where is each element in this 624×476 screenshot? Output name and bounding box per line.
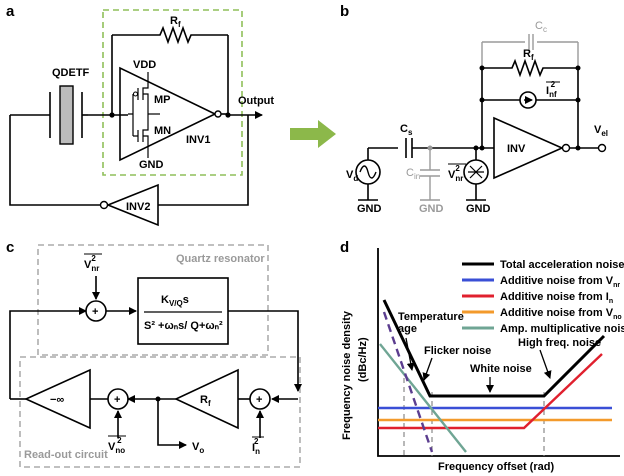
gnd-label-b3: GND	[466, 203, 491, 215]
tf-denominator: S² +ωₙs/ Q+ωₙ²	[144, 320, 223, 332]
legend: Total acceleration noise Additive noise …	[462, 259, 624, 335]
rf-label-c: Rf	[200, 394, 211, 408]
gnd-label-a: GND	[139, 159, 164, 171]
cc-capacitor: Cc	[481, 20, 579, 68]
output-label: Output	[238, 95, 274, 107]
cc-label: Cc	[535, 20, 547, 34]
transfer-function-block: KV/Qs S² +ωₙs/ Q+ωₙ²	[137, 277, 229, 345]
curve-amp	[379, 343, 467, 453]
mn-label: MN	[154, 125, 171, 137]
qdetf-label: QDETF	[52, 67, 90, 79]
curve-temperature	[382, 311, 434, 453]
inf-label: Inf2	[546, 80, 557, 99]
readout-label: Read-out circuit	[24, 449, 108, 461]
minus-inf-label: −∞	[50, 394, 64, 406]
mp-label: MP	[154, 94, 171, 106]
rf-resistor: Rf	[112, 15, 228, 45]
in-label-c: In2	[252, 437, 260, 456]
panel-b-letter: b	[340, 3, 349, 20]
vd-source: Vd GND	[346, 148, 382, 215]
legend-text-amp: Amp. multiplicative noise	[500, 323, 624, 335]
vnr-source: Vnr2 GND	[448, 148, 491, 215]
panel-c: c Quartz resonator Read-out circuit + Vn…	[6, 239, 302, 468]
vnr-label-b: Vnr2	[448, 164, 463, 183]
gnd-label-b2: GND	[419, 203, 444, 215]
ann-flicker: Flicker noise	[424, 345, 491, 357]
curve-total	[382, 299, 606, 398]
sum-node-1-plus: +	[92, 306, 98, 318]
current-source-inf: Inf2	[479, 68, 581, 146]
inverter-highlight-box	[102, 9, 243, 176]
quartz-box	[37, 244, 269, 356]
inv-label-b: INV	[507, 143, 526, 155]
inv1-amplifier: INV1	[119, 66, 228, 162]
qdetf-crystal: QDETF	[10, 67, 90, 145]
x-axis-label: Frequency offset (rad)	[438, 461, 554, 473]
ann-temperature-1: Temperature	[398, 311, 464, 323]
panel-d-letter: d	[340, 239, 349, 256]
panel-a-letter: a	[6, 3, 15, 20]
infinite-gain-block: −∞	[24, 368, 91, 430]
inv2-label: INV2	[126, 201, 150, 213]
tf-numerator: KV/Qs	[161, 294, 189, 308]
sum-node-2-plus: +	[114, 394, 120, 406]
vo-label: Vo	[192, 441, 204, 455]
cin-capacitor: Cin GND	[406, 148, 444, 215]
vnr-label-c: Vnr2	[84, 254, 99, 273]
rf-label-b: Rf	[523, 48, 534, 62]
region-dividers	[403, 378, 545, 456]
legend-text-in: Additive noise from In	[500, 291, 613, 305]
vno-label-c: Vno2	[108, 436, 125, 455]
curve-in	[378, 353, 603, 430]
ann-temperature-2: age	[398, 323, 417, 335]
legend-text-total: Total acceleration noise	[500, 259, 624, 271]
legend-text-vno: Additive noise from Vno	[500, 307, 622, 321]
y-axis-label-1: Frequency noise density	[341, 310, 353, 440]
y-axis-label-2: (dBc/Hz)	[357, 337, 369, 382]
readout-box	[19, 356, 301, 468]
panel-a: a Rf INV1 VDD GND MP MN	[6, 3, 274, 227]
legend-text-vnr: Additive noise from Vnr	[500, 275, 620, 289]
transition-arrow	[290, 120, 336, 148]
cs-label: Cs	[400, 123, 413, 137]
panel-c-letter: c	[6, 239, 14, 256]
rf-resistor-b: Rf	[482, 48, 578, 78]
panel-b: b Cc Rf Inf2 INV	[340, 3, 608, 215]
rf-gain-block: Rf	[174, 368, 239, 430]
transistor-pair: VDD GND MP MN	[128, 59, 171, 171]
ann-white: White noise	[470, 363, 532, 375]
rf-label-a: Rf	[170, 15, 181, 29]
vd-label: Vd	[346, 169, 358, 183]
vel-label: Vel	[594, 124, 608, 138]
inv1-label: INV1	[186, 134, 210, 146]
sum-node-3-plus: +	[256, 394, 262, 406]
cin-label: Cin	[406, 167, 420, 181]
panel-d: d Frequency noise density (dBc/Hz) Frequ…	[340, 239, 624, 473]
gnd-label-b1: GND	[357, 203, 382, 215]
inv2-amplifier: INV2	[9, 115, 249, 227]
inv-amplifier-b: INV Vel	[493, 116, 608, 180]
plot-axes	[377, 248, 620, 457]
ann-highfreq: High freq. noise	[518, 337, 601, 349]
quartz-label: Quartz resonator	[176, 253, 265, 265]
vdd-label: VDD	[133, 59, 156, 71]
